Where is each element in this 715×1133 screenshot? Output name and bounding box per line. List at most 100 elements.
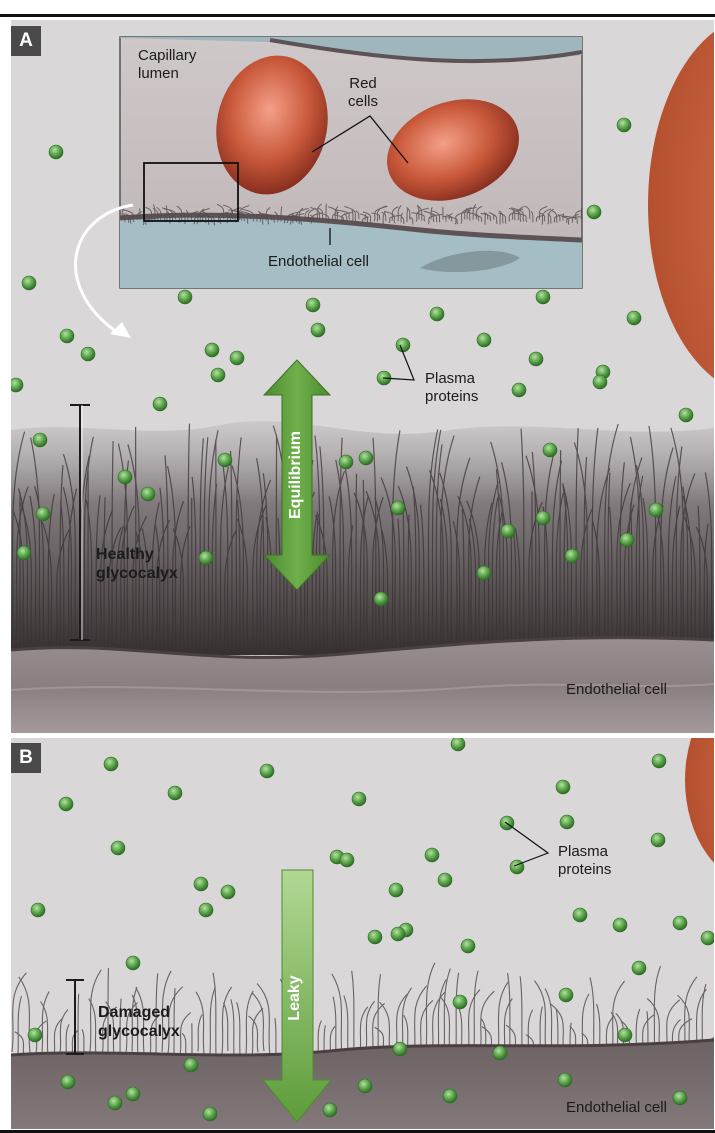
plasma-protein [477,333,491,347]
plasma-protein [558,1073,572,1087]
plasma-protein [679,408,693,422]
plasma-protein [205,343,219,357]
plasma-protein [108,1096,122,1110]
plasma-protein [9,378,23,392]
plasma-protein [374,592,388,606]
equilibrium-label: Equilibrium [287,425,307,525]
red-cells-line-2: cells [348,93,378,111]
endothelial-cell-label-b: Endothelial cell [566,1099,667,1117]
plasma-protein [673,1091,687,1105]
plasma-protein [260,764,274,778]
plasma-protein [673,916,687,930]
plasma-protein [81,347,95,361]
plasma-protein [168,786,182,800]
plasma-protein [543,443,557,457]
plasma-proteins-label-a: Plasma proteins [425,370,478,406]
plasma-protein [536,511,550,525]
plasma-protein [593,375,607,389]
plasma-protein [430,307,444,321]
plasma-protein [438,873,452,887]
plasma-protein [221,885,235,899]
plasma-protein [627,311,641,325]
healthy-line-2: glycocalyx [96,564,178,583]
plasma-protein [339,455,353,469]
plasma-protein [311,323,325,337]
plasma-protein [396,338,410,352]
plasma-protein [126,956,140,970]
plasma-protein [617,118,631,132]
plasma-protein [61,1075,75,1089]
plasma-protein [587,205,601,219]
plasma-protein [451,737,465,751]
plasma-protein [620,533,634,547]
plasma-protein [493,1046,507,1060]
plasma-protein [461,939,475,953]
plasma-protein [573,908,587,922]
plasma-protein [559,988,573,1002]
capillary-lumen-label: Capillary lumen [138,47,196,83]
damaged-line-1: Damaged [98,1003,180,1022]
plasma-protein [340,853,354,867]
capillary-lumen-line-2: lumen [138,65,196,83]
plasma-protein [501,524,515,538]
plasma-line-1-b: Plasma [558,843,611,861]
plasma-protein [358,1079,372,1093]
endothelial-cell-label-a: Endothelial cell [566,681,667,699]
plasma-protein [111,841,125,855]
plasma-protein [560,815,574,829]
plasma-protein [306,298,320,312]
panel-b-art [11,675,715,1133]
plasma-protein [443,1089,457,1103]
plasma-protein [565,549,579,563]
plasma-protein [323,1103,337,1117]
plasma-protein [649,503,663,517]
plasma-protein [230,351,244,365]
plasma-protein [556,780,570,794]
plasma-protein [178,290,192,304]
plasma-line-2-b: proteins [558,861,611,879]
plasma-protein [512,383,526,397]
leaky-label: Leaky [286,963,306,1033]
top-rule [0,14,715,17]
red-cells-label: Red cells [348,75,378,111]
plasma-protein [529,352,543,366]
plasma-protein [651,833,665,847]
plasma-protein [126,1087,140,1101]
panel-b-letter: B [11,743,41,773]
plasma-protein [33,433,47,447]
plasma-protein [218,453,232,467]
plasma-protein [613,918,627,932]
plasma-protein [652,754,666,768]
plasma-protein [477,566,491,580]
plasma-protein [22,276,36,290]
plasma-protein [49,145,63,159]
plasma-protein [199,551,213,565]
panel-a-letter: A [11,26,41,56]
plasma-protein [391,501,405,515]
healthy-line-1: Healthy [96,545,178,564]
plasma-protein [453,995,467,1009]
capillary-lumen-line-1: Capillary [138,47,196,65]
plasma-protein [118,470,132,484]
plasma-protein [28,1028,42,1042]
plasma-protein [393,1042,407,1056]
plasma-line-2-a: proteins [425,388,478,406]
plasma-protein [389,883,403,897]
plasma-proteins-label-b: Plasma proteins [558,843,611,879]
plasma-protein [536,290,550,304]
plasma-protein [352,792,366,806]
red-cells-line-1: Red [348,75,378,93]
plasma-protein [104,757,118,771]
plasma-protein [36,507,50,521]
plasma-protein [203,1107,217,1121]
plasma-protein [199,903,213,917]
plasma-line-1-a: Plasma [425,370,478,388]
inset-endothelial-label: Endothelial cell [268,253,369,271]
plasma-protein [368,930,382,944]
plasma-protein [153,397,167,411]
plasma-protein [618,1028,632,1042]
plasma-protein [701,931,715,945]
damaged-glycocalyx-label: Damaged glycocalyx [98,1003,180,1041]
plasma-protein [632,961,646,975]
